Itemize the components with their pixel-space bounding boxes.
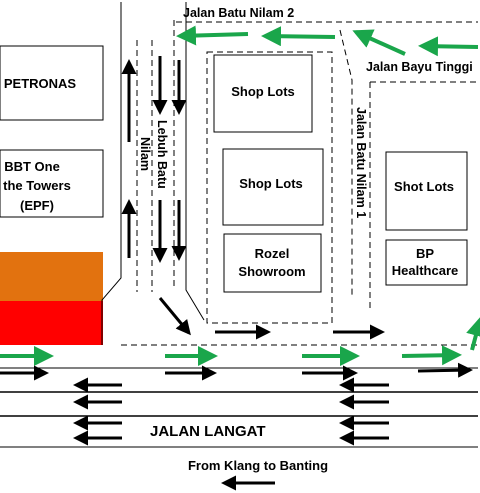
label-petronas: PETRONAS xyxy=(4,76,77,91)
label-bp-1: BP xyxy=(416,246,434,261)
shot-lots-box xyxy=(385,151,468,231)
label-bbt-3: (EPF) xyxy=(20,198,54,213)
arrow-green xyxy=(466,316,480,351)
bbt-box xyxy=(0,149,104,218)
label-bbt-1: BBT One xyxy=(4,159,60,174)
rozel-box xyxy=(223,233,322,293)
label-rozel-1: Rozel xyxy=(255,246,290,261)
label-rozel-2: Showroom xyxy=(238,264,305,279)
road-label-lebuh-batu-nilam-1: Lebuh Batu xyxy=(155,120,169,189)
arrow-green xyxy=(176,25,249,46)
arrow-green xyxy=(261,26,336,47)
petronas-box xyxy=(0,45,104,121)
road-label-batu-nilam-2: Jalan Batu Nilam 2 xyxy=(183,6,294,20)
direction-label: From Klang to Banting xyxy=(188,458,328,473)
orange-block xyxy=(0,252,103,301)
label-shop-lots-1: Shop Lots xyxy=(231,84,295,99)
shop-lots-box-2 xyxy=(222,148,324,226)
green-arrows xyxy=(0,25,480,366)
arrow-black xyxy=(158,297,191,336)
road-label-batu-nilam-1: Jalan Batu Nilam 1 xyxy=(354,107,368,218)
road-label-lebuh-batu-nilam-2: Nilam xyxy=(138,137,152,171)
red-block xyxy=(0,301,103,345)
arrow-green xyxy=(401,345,462,366)
shop-lots-box-1 xyxy=(213,54,313,133)
label-bp-2: Healthcare xyxy=(392,263,458,278)
arrow-green xyxy=(352,29,406,56)
label-shot-lots: Shot Lots xyxy=(394,179,454,194)
arrow-black xyxy=(417,362,473,378)
label-bbt-2: the Towers xyxy=(3,178,71,193)
road-label-bayu-tinggi: Jalan Bayu Tinggi xyxy=(366,60,473,74)
road-label-langat: JALAN LANGAT xyxy=(150,423,266,440)
arrow-green xyxy=(418,36,479,57)
bp-box xyxy=(385,239,468,286)
black-arrows xyxy=(0,56,473,491)
label-shop-lots-2: Shop Lots xyxy=(239,176,303,191)
